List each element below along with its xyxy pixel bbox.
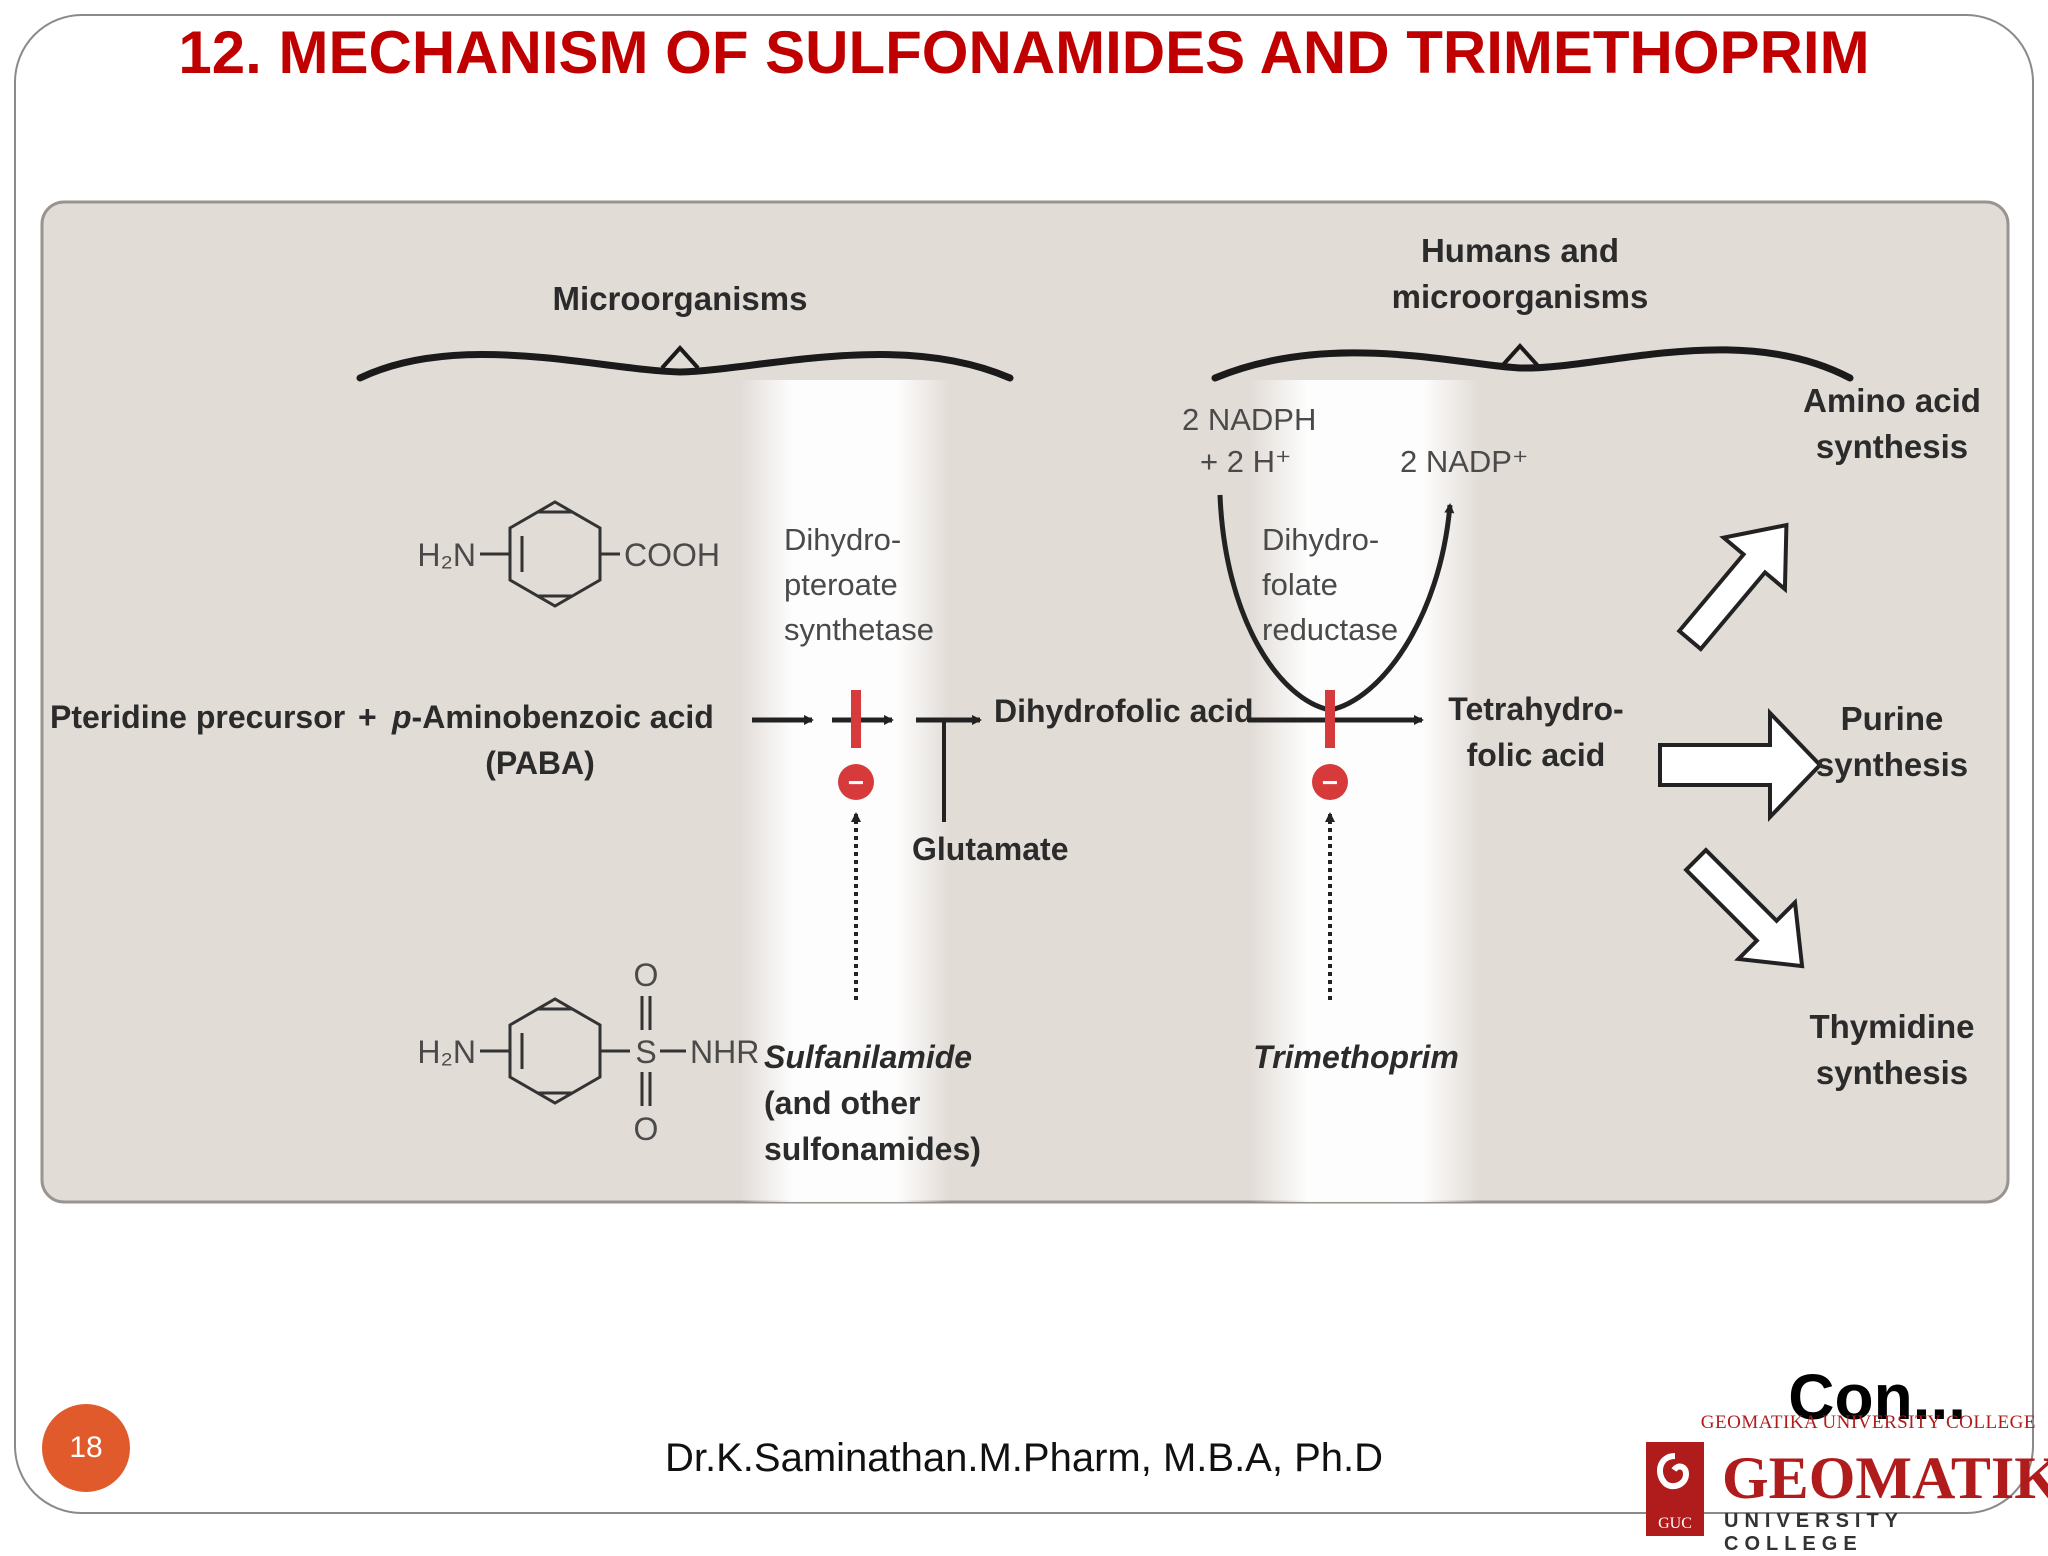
trimethoprim-glow-column — [1250, 380, 1480, 1202]
sulfa-o-bottom: O — [634, 1111, 659, 1147]
slide-number-badge: 18 — [42, 1404, 130, 1492]
pteridine-precursor-label: Pteridine precursor — [50, 699, 345, 735]
inhibit-symbol-trimethoprim — [1312, 764, 1348, 800]
sulfanilamide-line1: Sulfanilamide — [764, 1039, 972, 1075]
geomatika-emblem-icon: GUC — [1646, 1442, 1704, 1536]
dihydrofolic-acid-label: Dihydrofolic acid — [994, 693, 1254, 729]
enzyme2-line1: Dihydro- — [1262, 522, 1379, 557]
enzyme1-line2: pteroate — [784, 567, 898, 602]
brace-microorganisms-tip — [660, 345, 700, 370]
purine-line1: Purine — [1841, 700, 1944, 737]
tetrahydrofolic-line1: Tetrahydro- — [1448, 691, 1623, 727]
svg-text:GUC: GUC — [1658, 1515, 1692, 1532]
output-arrow-amino — [1676, 522, 1789, 652]
thymidine-line1: Thymidine — [1809, 1008, 1974, 1045]
output-arrow-purine — [1658, 708, 1823, 822]
sulfa-s: S — [635, 1034, 656, 1070]
logo-small-text: GEOMATIKA UNIVERSITY COLLEGE — [1700, 1412, 2036, 1433]
paba-structure: H₂N COOH — [417, 500, 720, 608]
enzyme1-line3: synthetase — [784, 612, 934, 647]
sulfa-h2n: H₂N — [417, 1034, 476, 1070]
slide-frame — [14, 14, 2034, 1514]
enzyme2-line2: folate — [1262, 567, 1338, 602]
continuation-label: Con... — [1788, 1361, 1966, 1433]
output-arrow-thymidine — [1683, 847, 1805, 969]
group-label-humans-line2: microorganisms — [1392, 278, 1649, 315]
sulfa-o-top: O — [634, 957, 659, 993]
diagram-panel — [40, 200, 2010, 1204]
amino-acid-line1: Amino acid — [1803, 382, 1981, 419]
tetrahydrofolic-line2: folic acid — [1467, 737, 1606, 773]
purine-line2: synthesis — [1816, 746, 1968, 783]
sulfa-nhr: NHR — [690, 1034, 759, 1070]
brace-microorganisms — [356, 350, 1014, 382]
amino-acid-line2: synthesis — [1816, 428, 1968, 465]
sulfanilamide-line2: (and other — [764, 1085, 920, 1121]
inhibit-symbol-sulfonamide-sign: − — [848, 767, 864, 798]
nadph-line2: + 2 H⁺ — [1200, 444, 1291, 479]
group-label-humans-line1: Humans and — [1421, 232, 1619, 269]
nadp-label: 2 NADP⁺ — [1400, 444, 1528, 479]
nadph-line1: 2 NADPH — [1182, 402, 1316, 437]
sulfonamide-structure: H₂N S NHR O O — [417, 957, 759, 1147]
glutamate-label: Glutamate — [912, 831, 1068, 867]
paba-abbrev-label: (PABA) — [485, 745, 595, 781]
diagram-svg: Microorganisms Humans and microorganisms… — [40, 200, 2010, 1204]
trimethoprim-label: Trimethoprim — [1253, 1039, 1459, 1075]
inhibit-symbol-trimethoprim-sign: − — [1322, 767, 1338, 798]
paba-label: p-Aminobenzoic acid — [391, 699, 714, 735]
mechanism-diagram: Microorganisms Humans and microorganisms… — [40, 200, 2010, 1205]
enzyme1-line1: Dihydro- — [784, 522, 901, 557]
inhibit-symbol-sulfonamide — [838, 764, 874, 800]
group-label-microorganisms: Microorganisms — [553, 280, 808, 317]
plus-sign: + — [358, 699, 377, 735]
paba-h2n: H₂N — [417, 537, 476, 573]
brace-humans — [1211, 346, 1854, 382]
paba-cooh: COOH — [624, 537, 720, 573]
brace-humans-tip — [1500, 343, 1540, 368]
sulfanilamide-line3: sulfonamides) — [764, 1131, 981, 1167]
logo-sub-text: UNIVERSITY COLLEGE — [1724, 1510, 1904, 1555]
enzyme2-line3: reductase — [1262, 612, 1398, 647]
logo-main-text: GEOMATIKA — [1722, 1445, 2048, 1511]
author-credit: Dr.K.Saminathan.M.Pharm, M.B.A, Ph.D — [664, 1436, 1384, 1480]
slide-title: 12. MECHANISM OF SULFONAMIDES AND TRIMET… — [178, 19, 1870, 86]
thymidine-line2: synthesis — [1816, 1054, 1968, 1091]
